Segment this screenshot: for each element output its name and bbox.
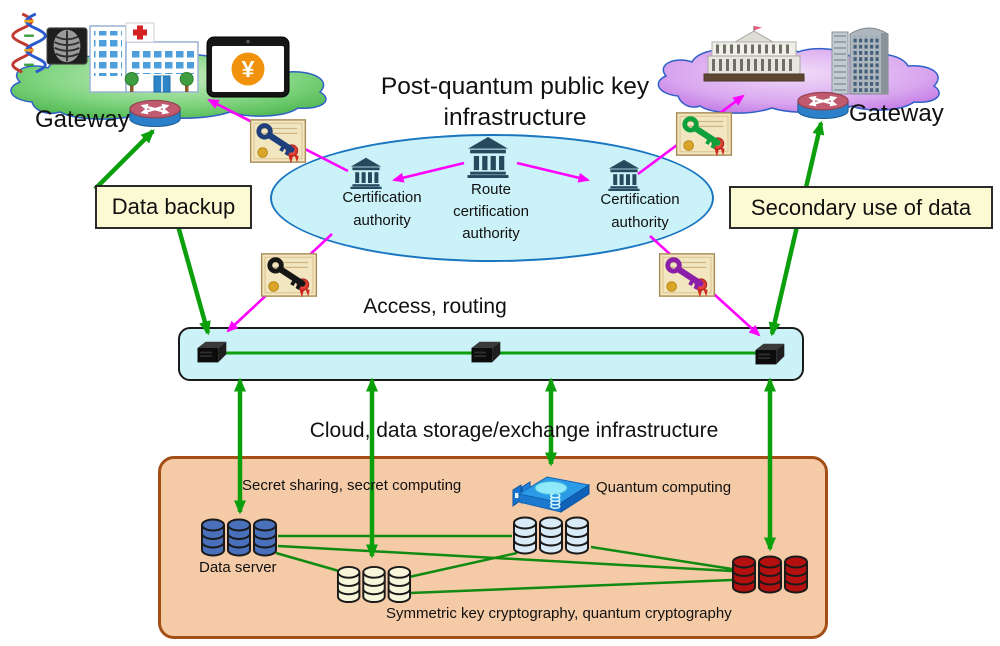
data-backup-label: Data backup [95, 185, 252, 229]
office-tower-icon [831, 27, 889, 95]
diagram-title: Post-quantum public key infrastructure [380, 73, 650, 131]
tablet-payment-icon: ¥ [206, 36, 290, 98]
pki-ellipse [270, 134, 714, 262]
network-switch-left-icon [197, 341, 227, 363]
gateway-left-label: Gateway [35, 106, 130, 133]
data-backup-text: Data backup [111, 194, 236, 219]
right-ca-bank-icon [608, 159, 640, 191]
cloud-infrastructure-heading: Cloud, data storage/exchange infrastruct… [309, 419, 719, 442]
secret-sharing-label: Secret sharing, secret computing [242, 477, 462, 494]
database-cluster-red-icon [731, 554, 809, 594]
access-routing-label: Access, routing [363, 295, 507, 318]
government-building-icon [703, 25, 805, 82]
quantum-computer-icon [512, 476, 590, 513]
data-server-label: Data server [199, 559, 277, 576]
root-ca-bank-icon [467, 137, 509, 178]
certificate-purple-key-icon [658, 253, 716, 299]
network-switch-center-icon [471, 341, 501, 363]
dna-icon [11, 12, 47, 74]
database-cluster-cream-icon [336, 564, 412, 604]
secondary-use-label: Secondary use of data [729, 186, 993, 229]
secondary-use-text: Secondary use of data [750, 194, 972, 220]
gateway-router-left-icon [126, 96, 184, 130]
quantum-computing-label: Quantum computing [596, 479, 732, 496]
certificate-blue-key-icon [249, 119, 307, 165]
gateway-right-label: Gateway [849, 100, 944, 127]
hospital-icon [89, 22, 199, 93]
database-cluster-lightblue-icon [511, 515, 591, 555]
certificate-green-key-icon [675, 112, 733, 158]
root-ca-label: Route certification authority [453, 181, 529, 242]
left-ca-label: Certification authority [342, 189, 422, 229]
yen-symbol: ¥ [242, 56, 255, 82]
network-switch-right-icon [755, 343, 785, 365]
database-cluster-blue-icon [200, 517, 278, 557]
right-ca-label: Certification authority [600, 191, 680, 231]
xray-icon [45, 26, 89, 66]
yen-icon [231, 52, 265, 86]
certificate-black-key-icon [260, 253, 318, 299]
tablet-camera-dot [246, 39, 250, 44]
gateway-router-right-icon [794, 88, 852, 122]
left-ca-bank-icon [350, 157, 382, 189]
database-mesh-lines [275, 534, 733, 595]
symmetric-key-label: Symmetric key cryptography, quantum cryp… [386, 605, 732, 622]
